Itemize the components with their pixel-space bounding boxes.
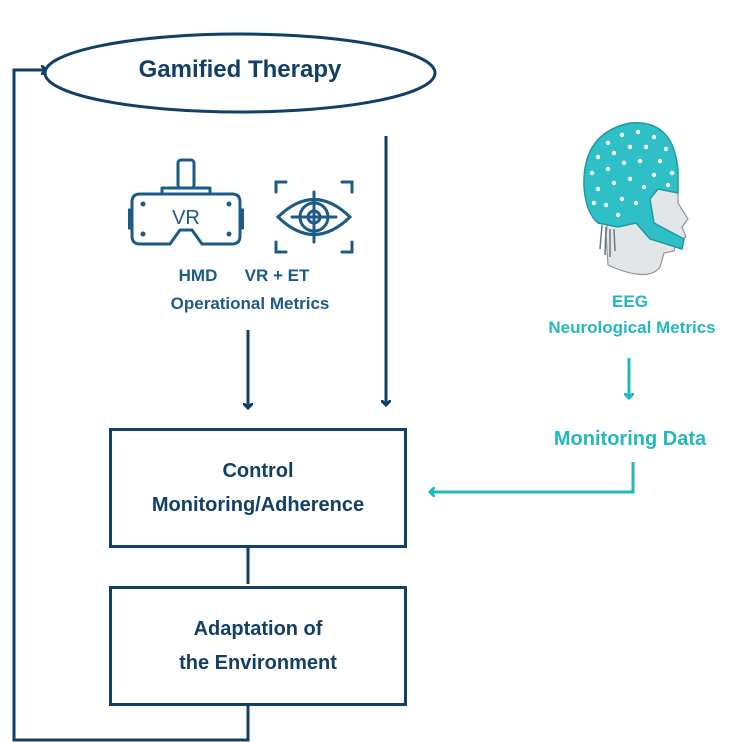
monitoring-data-label: Monitoring Data — [553, 428, 707, 450]
neurological-metrics-label: Neurological Metrics — [548, 318, 716, 337]
control-label-line2: Monitoring/Adherence — [151, 494, 365, 516]
adaptation-label-line1: Adaptation of — [193, 618, 323, 640]
vr-et-label: VR + ET — [244, 266, 310, 285]
vr-icon-text: VR — [172, 207, 200, 229]
operational-metrics-label: Operational Metrics — [170, 294, 330, 313]
feedback-loop-arrow — [12, 70, 250, 742]
eeg-cap-head-icon — [583, 122, 689, 276]
eye-tracking-icon — [274, 180, 354, 254]
monitoring-to-control-arrow — [430, 462, 635, 492]
adaptation-node: Adaptation of the Environment — [109, 586, 407, 706]
gamified-therapy-node — [43, 32, 437, 114]
control-monitoring-node: Control Monitoring/Adherence — [109, 428, 407, 548]
control-label-line1: Control — [222, 460, 294, 482]
vr-headset-icon — [128, 158, 244, 246]
hmd-label: HMD — [178, 266, 218, 285]
eeg-label: EEG — [612, 292, 648, 311]
adaptation-label-line2: the Environment — [179, 652, 337, 674]
gamified-therapy-label: Gamified Therapy — [138, 56, 342, 83]
